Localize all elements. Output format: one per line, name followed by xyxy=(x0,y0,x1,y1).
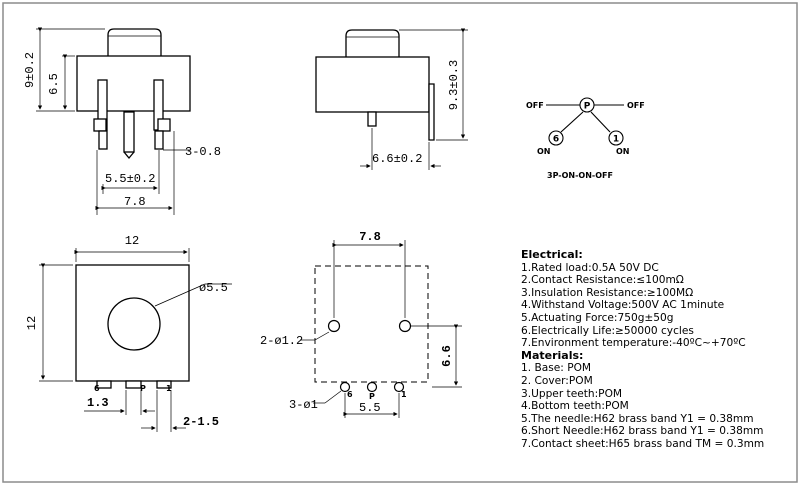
electrical-item: 4.Withstand Voltage:500V AC 1minute xyxy=(521,299,725,312)
schematic-label-1: 1 xyxy=(613,135,619,145)
dim-top-width: 12 xyxy=(125,234,139,248)
top-dimensions xyxy=(39,248,232,432)
dim-pcb-pin-holes: 3-ø1 xyxy=(289,398,318,412)
top-button-circle xyxy=(107,297,161,351)
schematic-off-left: OFF xyxy=(526,101,544,110)
pcb-pin-label-1: 1 xyxy=(401,390,407,399)
schematic-on-right: ON xyxy=(616,147,630,156)
dim-button-diameter: ø5.5 xyxy=(199,281,228,295)
side-button xyxy=(345,29,400,57)
front-button xyxy=(107,28,162,56)
schematic-on-left: ON xyxy=(537,147,551,156)
spec-panel: Electrical: 1.Rated load:0.5A 50V DC 2.C… xyxy=(521,248,791,451)
electrical-item: 7.Environment temperature:-40ºC~+70ºC xyxy=(521,337,746,350)
dim-top-height: 12 xyxy=(25,316,39,330)
pcb-dimensions xyxy=(300,240,462,418)
pcb-pin-hole-p xyxy=(366,381,378,393)
dim-pcb-mount-holes: 2-ø1.2 xyxy=(260,334,303,348)
schematic-node-6 xyxy=(548,130,564,146)
top-body xyxy=(75,264,190,382)
materials-item: 2. Cover:POM xyxy=(521,374,593,387)
top-view xyxy=(75,264,190,389)
dim-pcb-hole-spacing: 6.6 xyxy=(440,345,454,367)
dim-pin-width: 3-0.8 xyxy=(185,145,221,159)
schematic-label-p: P xyxy=(584,102,591,112)
front-view xyxy=(76,28,191,160)
materials-item: 6.Short Needle:H62 brass band Y1 = 0.38m… xyxy=(521,425,764,438)
materials-heading: Materials: xyxy=(521,348,584,362)
dim-pin-offset: 1.3 xyxy=(87,396,109,410)
electrical-item: 6.Electrically Life:≥50000 cycles xyxy=(521,324,694,337)
front-body xyxy=(76,55,191,112)
top-pin-label-p: P xyxy=(140,384,146,393)
pcb-pin-label-p: P xyxy=(369,392,375,401)
schematic-label-6: 6 xyxy=(553,135,559,145)
dim-pin-pitch: 5.5±0.2 xyxy=(105,172,155,186)
pcb-pin-hole-1 xyxy=(393,381,405,393)
electrical-item: 5.Actuating Force:750g±50g xyxy=(521,311,674,324)
electrical-item: 3.Insulation Resistance:≥100MΩ xyxy=(521,286,694,299)
front-dimensions xyxy=(36,27,190,215)
dim-side-total-height: 9.3±0.3 xyxy=(447,60,461,110)
materials-item: 3.Upper teeth:POM xyxy=(521,387,623,400)
electrical-item: 2.Contact Resistance:≤100mΩ xyxy=(521,274,684,287)
schematic-node-1 xyxy=(608,130,624,146)
materials-item: 1. Base: POM xyxy=(521,362,592,375)
side-view xyxy=(315,29,435,141)
pcb-layout xyxy=(314,265,429,393)
materials-item: 4.Bottom teeth:POM xyxy=(521,400,629,413)
switch-schematic xyxy=(546,97,624,146)
pcb-mount-hole-left xyxy=(327,319,341,333)
dim-pin-width-bottom: 2-1.5 xyxy=(183,415,219,429)
dim-side-depth: 6.6±0.2 xyxy=(372,152,422,166)
side-dimensions xyxy=(360,28,468,170)
materials-item: 5.The needle:H62 brass band Y1 = 0.38mm xyxy=(521,412,754,425)
pcb-pin-label-6: 6 xyxy=(347,390,353,399)
schematic-off-right: OFF xyxy=(627,101,645,110)
top-pin-label-1: 1 xyxy=(166,384,172,393)
dim-front-width: 7.8 xyxy=(124,195,146,209)
materials-item: 7.Contact sheet:H65 brass band TM = 0.3m… xyxy=(521,437,765,450)
dim-front-body-height: 6.5 xyxy=(47,73,61,95)
pcb-outline xyxy=(314,265,429,383)
pcb-mount-hole-right xyxy=(398,319,412,333)
electrical-heading: Electrical: xyxy=(521,248,583,261)
schematic-caption: 3P-ON-ON-OFF xyxy=(547,171,613,180)
dim-pcb-width: 7.8 xyxy=(359,230,381,244)
side-body xyxy=(315,56,430,113)
pcb-pin-hole-6 xyxy=(339,381,351,393)
schematic-node-p xyxy=(579,97,595,113)
dim-front-total-height: 9±0.2 xyxy=(23,52,37,88)
dim-pcb-pin-pitch: 5.5 xyxy=(359,401,381,415)
electrical-item: 1.Rated load:0.5A 50V DC xyxy=(521,261,659,274)
top-pin-label-6: 6 xyxy=(94,384,100,393)
